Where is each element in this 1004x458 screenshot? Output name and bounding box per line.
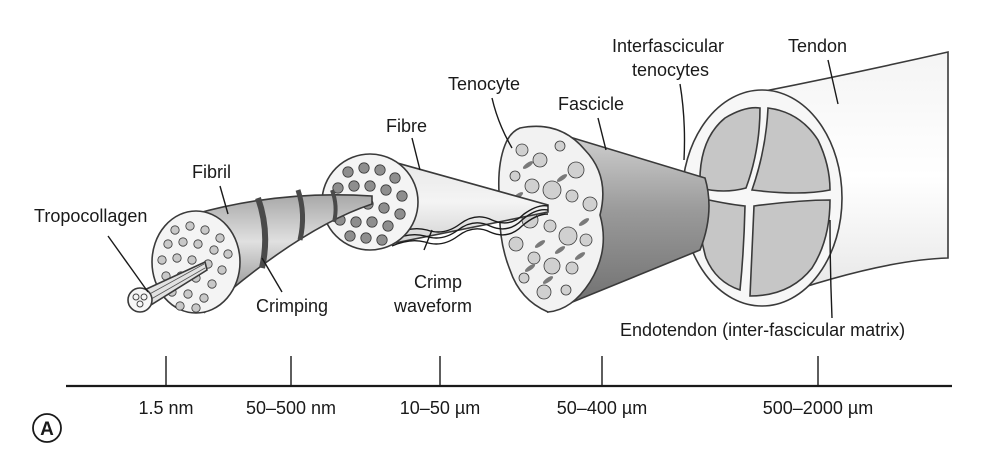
fascicle-shape [498, 125, 710, 314]
fibre-dot [394, 208, 406, 220]
fascicle-fibre [536, 284, 552, 300]
fascicle-fibre [565, 189, 579, 203]
scale-tick-label: 50–400 µm [557, 398, 647, 418]
fascicle-fibre [524, 178, 540, 194]
fibre-dot [380, 184, 392, 196]
fibril-dot [217, 265, 227, 275]
tendon-label: Tendon [788, 36, 847, 56]
fascicle-fibre [582, 196, 598, 212]
fascicle-fibre [554, 140, 566, 152]
tendon-shape [681, 50, 949, 307]
tenocyte-cell [554, 246, 566, 254]
crimp-wave [394, 204, 549, 235]
fibre-dot [344, 230, 356, 242]
endotendon-label: Endotendon (inter-fascicular matrix) [620, 320, 905, 340]
tropocollagen-cross-section [127, 287, 153, 313]
fascicle-fibre [509, 170, 521, 182]
fascicle-fibre [527, 251, 541, 265]
tenocyte-cell [534, 240, 546, 248]
fibril-dot [200, 225, 210, 235]
crimp-waveform-label-line1: Crimp [414, 272, 462, 292]
fibril-dot [185, 221, 195, 231]
crimping-label: Crimping [256, 296, 328, 316]
fascicle-fibre [558, 226, 578, 246]
scale-tick-label: 10–50 µm [400, 398, 480, 418]
tenocyte-cell [574, 252, 586, 260]
fibril-dot [183, 289, 193, 299]
fibre-dot [366, 216, 378, 228]
fibril-dot [172, 253, 182, 263]
fibril-dot [193, 239, 203, 249]
tenocyte-cell [556, 174, 568, 182]
fibre-dot [382, 220, 394, 232]
fibril-dot [215, 233, 225, 243]
fascicle-fibre [579, 233, 593, 247]
scale-tick-label: 500–2000 µm [763, 398, 873, 418]
fibril-dot [178, 237, 188, 247]
fascicle-fibre [532, 152, 548, 168]
tendon-fascicle [750, 107, 831, 194]
fascicle-label: Fascicle [558, 94, 624, 114]
leader-lines [107, 59, 839, 319]
fascicle-fibre [508, 236, 524, 252]
fibre-dot [378, 202, 390, 214]
crimping-band [330, 189, 338, 223]
interfascicular-label-line2: tenocytes [632, 60, 709, 80]
crimping-band [295, 189, 306, 241]
scale-tick-label: 50–500 nm [246, 398, 336, 418]
fibril-dot [223, 249, 233, 259]
fibril-label: Fibril [192, 162, 231, 182]
fibre-dot [396, 190, 408, 202]
fibre-dot [350, 216, 362, 228]
fascicle-fibre [518, 272, 530, 284]
crimp-wave [391, 209, 549, 241]
fibre-dot [364, 180, 376, 192]
fascicle-fibre [560, 284, 572, 296]
fibril-dot [170, 225, 180, 235]
fascicle-fibre [543, 219, 557, 233]
fibre-dot [374, 164, 386, 176]
fibril-shape [151, 189, 373, 314]
panel-letter-badge: A [32, 413, 62, 443]
fibril-dot [187, 255, 197, 265]
tenocyte-cell [542, 276, 554, 284]
fibril-dot [175, 301, 185, 311]
fibre-dot [360, 232, 372, 244]
tenocyte-cell [578, 218, 590, 226]
fascicle-fibre [515, 143, 529, 157]
fascicle-fibre [565, 261, 579, 275]
fibre-dot [389, 172, 401, 184]
fibre-dot [348, 180, 360, 192]
fibre-fibrils [330, 162, 408, 246]
fascicle-contents [505, 140, 598, 300]
fibril-dot [191, 303, 201, 313]
tenocyte-label: Tenocyte [448, 74, 520, 94]
tenocyte-cell [524, 264, 536, 272]
fibril-dot [207, 279, 217, 289]
crimp-waveform-label-line2: waveform [393, 296, 472, 316]
fibre-label: Fibre [386, 116, 427, 136]
fibril-dot [209, 245, 219, 255]
scale-bar: 1.5 nm 50–500 nm 10–50 µm 50–400 µm 500–… [66, 356, 952, 418]
scale-tick-label: 1.5 nm [138, 398, 193, 418]
fascicle-fibre [543, 257, 561, 275]
fibre-dot [342, 166, 354, 178]
fibre-dot [332, 182, 344, 194]
fibril-dot [199, 293, 209, 303]
tropocollagen-shape [127, 260, 208, 313]
fascicle-fibre [542, 180, 562, 200]
tropocollagen-label: Tropocollagen [34, 206, 147, 226]
tendon-fascicle [749, 199, 831, 297]
interfascicular-label-line1: Interfascicular [612, 36, 724, 56]
fibre-dot [376, 234, 388, 246]
fibre-dot [358, 162, 370, 174]
tenocyte-cell [522, 161, 534, 169]
fibril-dot [157, 255, 167, 265]
crimp-wave [391, 213, 549, 247]
fibril-dot [163, 239, 173, 249]
tendon-fascicle [699, 106, 761, 192]
fascicle-fibre [567, 161, 585, 179]
panel-letter: A [40, 419, 54, 440]
